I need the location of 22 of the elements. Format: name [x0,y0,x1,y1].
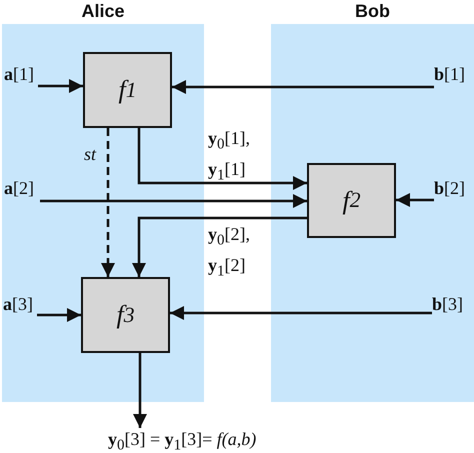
output-label: y$_{0}$[3] = y$_{1}$[3]= f(a,b) [108,428,278,452]
arrow [40,194,307,208]
column-heading: Alice [80,0,126,22]
input-label: a[3] [3,293,37,319]
arrow [133,353,147,428]
input-label: b[3] [432,293,470,319]
arrow [138,128,307,190]
edge-label: y$_{0}$[2], y$_{1}$[2] [208,223,251,282]
arrow [170,306,432,320]
dashed-arrow [101,128,115,277]
arrow [396,193,434,207]
input-label: b[1] [434,63,470,89]
arrow [172,80,434,94]
column-heading: Bob [354,0,391,22]
input-label: b[2] [434,177,470,203]
edge-label: y$_{0}$[1], y$_{1}$[1] [208,127,251,186]
input-label: a[1] [4,63,38,89]
arrow [132,216,307,277]
edge-label: st [84,143,98,166]
input-label: a[2] [4,177,40,203]
arrow [38,79,83,93]
arrow [37,308,81,322]
